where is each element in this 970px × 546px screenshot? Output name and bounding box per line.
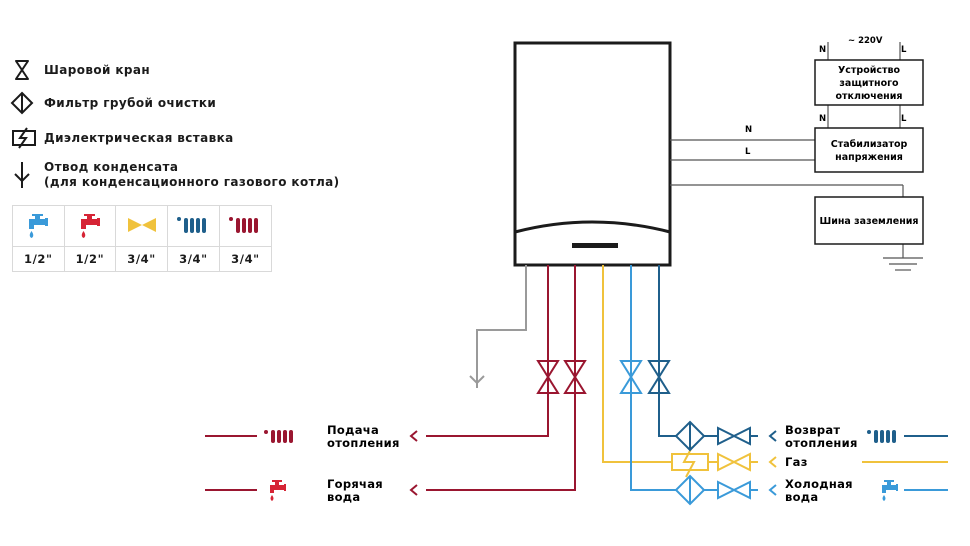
cold-water-label-1: Холодная (785, 477, 853, 491)
hot-water-size: 1/2" (63, 246, 117, 272)
heating-return-size: 3/4" (166, 246, 220, 272)
heating-supply-label-2: отопления (327, 436, 400, 450)
line-n-label: N (745, 125, 752, 135)
cold-water-size: 1/2" (12, 246, 65, 272)
legend-ball-valve-label: Шаровой кран (44, 62, 151, 77)
heating-return-pipe (647, 265, 948, 452)
hot-water-label-2: вода (327, 490, 360, 504)
condensate-pipe (469, 265, 527, 388)
rcd-n-label: N (819, 45, 826, 55)
voltage-label: ~ 220V (848, 36, 883, 46)
rcd-box: Устройство защитного отключения (814, 59, 924, 106)
cold-water-tap-icon (882, 480, 898, 501)
rcd-label-1: Устройство (838, 65, 901, 76)
pipe-size-table: 1/2" 1/2" 3/4" 3/4" 3/4" (12, 205, 273, 272)
heating-supply-radiator-icon (264, 430, 293, 443)
hot-water-tap-icon (80, 213, 100, 238)
gas-valve-icon (127, 217, 156, 232)
gas-pipe (602, 265, 948, 478)
rcd-label-2: защитного (839, 78, 899, 89)
legend-ball-valve: Шаровой кран (10, 58, 150, 82)
legend-dielectric-insert-label: Диэлектрическая вставка (44, 130, 234, 145)
hot-water-label-1: Горячая (327, 477, 383, 491)
heating-return-radiator-cell (166, 205, 220, 247)
stab-l-label: L (901, 114, 907, 124)
rcd-label-3: отключения (836, 91, 903, 102)
heating-return-label-2: отопления (785, 436, 858, 450)
legend-coarse-filter-label: Фильтр грубой очистки (44, 95, 217, 110)
hot-water-tap-cell (63, 205, 117, 247)
legend-dielectric-insert: Диэлектрическая вставка (10, 126, 234, 150)
legend-condensate-drain-label: Отвод конденсата (для конденсационного г… (44, 160, 340, 189)
stabilizer-label-1: Стабилизатор (831, 139, 908, 150)
rcd-l-label: L (901, 45, 907, 55)
gas-size: 3/4" (115, 246, 168, 272)
condensate-drain-icon (14, 162, 30, 188)
stab-n-label: N (819, 114, 826, 124)
boiler (513, 41, 672, 267)
ground-bus-label: Шина заземления (819, 216, 918, 227)
heating-supply-label-1: Подача (327, 423, 379, 437)
dielectric-insert-icon (12, 127, 36, 149)
stabilizer-box: Стабилизатор напряжения (814, 127, 924, 173)
legend-coarse-filter: Фильтр грубой очистки (10, 91, 216, 115)
stabilizer-label-2: напряжения (835, 152, 903, 163)
boiler-display-slot (572, 243, 618, 248)
cold-water-pipe (619, 265, 948, 506)
cold-water-tap-cell (12, 205, 65, 247)
heating-return-label-1: Возврат (785, 423, 840, 437)
line-l-label: L (745, 147, 751, 157)
electrical-wiring (670, 42, 923, 271)
legend-condensate-drain: Отвод конденсата (для конденсационного г… (10, 160, 340, 190)
cold-water-label-2: вода (785, 490, 818, 504)
heating-return-radiator-icon (867, 430, 896, 443)
coarse-filter-icon (10, 91, 34, 115)
cold-water-tap-icon (29, 213, 49, 238)
heating-return-radiator-icon (177, 216, 207, 233)
hot-water-pipe (205, 265, 587, 496)
heating-supply-size: 3/4" (218, 246, 273, 272)
hot-water-tap-icon (270, 480, 286, 501)
heating-supply-pipe (205, 265, 560, 442)
gas-label: Газ (785, 455, 808, 469)
heating-supply-radiator-icon (229, 216, 259, 233)
ball-valve-icon (15, 60, 29, 80)
ground-bus-box: Шина заземления (814, 196, 924, 245)
